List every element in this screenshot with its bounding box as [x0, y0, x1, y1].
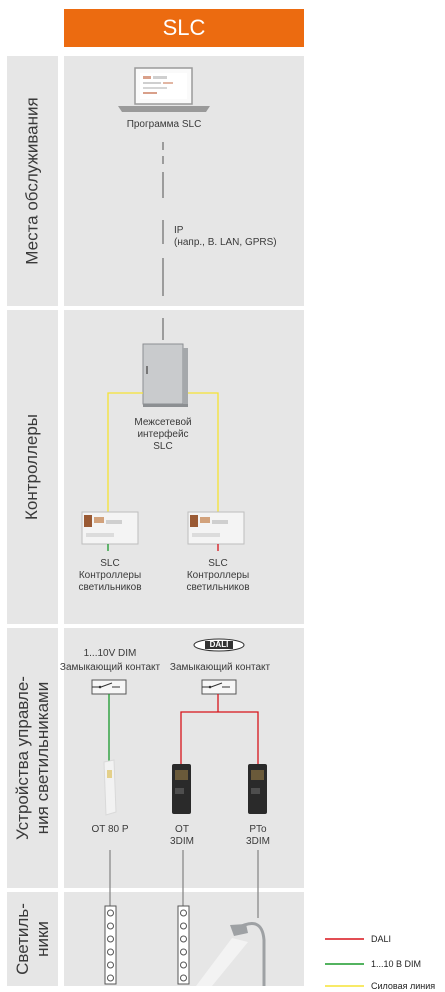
- switch-right-icon: [201, 679, 237, 695]
- luminaire-strip-left-icon: [104, 905, 117, 985]
- dali-logo-icon: [193, 638, 245, 652]
- driver-ot-3dim-label: OT 3DIM: [148, 824, 216, 848]
- controller-right-icon: [187, 511, 245, 545]
- driver-pto-line1: PTo: [249, 824, 267, 835]
- street-light-icon: [196, 922, 266, 986]
- section-label-luminaires: Светиль- ники: [7, 892, 58, 986]
- left-contact-label: Замыкающий контакт: [59, 662, 161, 673]
- controller-left-line1: SLC: [100, 558, 120, 569]
- driver-ot80p-label: OT 80 P: [91, 824, 129, 835]
- legend-dali-label: DALI: [371, 934, 392, 944]
- dali-bus-lines: [180, 694, 259, 764]
- luminaire-supply-lines: [109, 850, 259, 918]
- laptop-icon: [118, 67, 210, 112]
- switch-left-icon: [91, 679, 127, 695]
- controller-left-label: SLC Контроллеры светильников: [60, 558, 160, 594]
- gateway-cabinet-icon: [142, 343, 188, 407]
- gateway-label: Межсетевой интерфейс SLC: [113, 417, 213, 453]
- driver-ot-line2: 3DIM: [170, 836, 194, 847]
- driver-pto-3dim-label: PTo 3DIM: [224, 824, 292, 848]
- right-contact-label: Замыкающий контакт: [169, 662, 271, 673]
- controller-left-icon: [81, 511, 139, 545]
- ip-label-block: IP (напр., В. LAN, GPRS): [174, 225, 277, 249]
- ip-example-label: (напр., В. LAN, GPRS): [174, 237, 277, 248]
- controller-left-line2: Контроллеры: [78, 570, 142, 581]
- section-label-devices: Устройства управле- ния светильниками: [7, 628, 58, 888]
- header-title: SLC: [162, 15, 206, 40]
- driver-ot80p-icon: [103, 759, 117, 816]
- software-label: Программа SLC: [126, 119, 202, 130]
- driver-ot-3dim-icon: [172, 764, 191, 814]
- legend-power-label: Силовая линия: [371, 981, 436, 991]
- driver-pto-line2: 3DIM: [246, 836, 270, 847]
- header-slc: SLC: [64, 9, 304, 47]
- gateway-label-line3: SLC: [153, 441, 173, 452]
- section-label-controllers: Контроллеры: [7, 310, 58, 624]
- controller-right-line1: SLC: [208, 558, 228, 569]
- panel-devices: [64, 628, 304, 888]
- legend-analog-label: 1...10 В DIM: [371, 959, 422, 969]
- driver-ot-line1: OT: [175, 824, 189, 835]
- controller-right-label: SLC Контроллеры светильников: [168, 558, 268, 594]
- controller-left-line3: светильников: [78, 582, 142, 593]
- controller-right-line3: светильников: [186, 582, 250, 593]
- driver-pto-3dim-icon: [248, 764, 267, 814]
- dali-logo-text: DALI: [209, 640, 229, 649]
- ip-label: IP: [174, 225, 184, 236]
- power-lines: [107, 392, 219, 512]
- section-label-service: Места обслуживания: [7, 56, 58, 306]
- gateway-label-line1: Межсетевой: [134, 417, 192, 428]
- gateway-label-line2: интерфейс: [137, 429, 189, 440]
- controller-right-line2: Контроллеры: [186, 570, 250, 581]
- luminaire-strip-middle-icon: [177, 905, 190, 985]
- left-dim-label: 1...10V DIM: [83, 648, 137, 659]
